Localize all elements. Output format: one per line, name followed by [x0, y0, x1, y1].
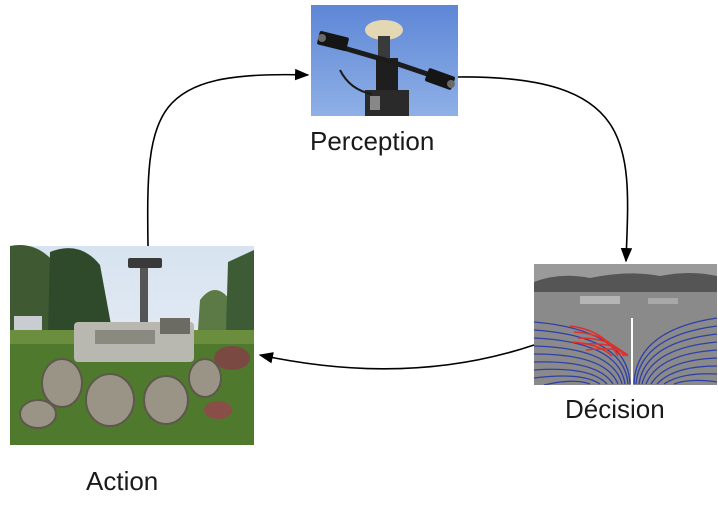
action-label: Action: [86, 466, 159, 496]
edge-perception-to-decision: [457, 76, 633, 263]
perception-label: Perception: [310, 126, 435, 156]
decision-label: Décision: [565, 394, 665, 424]
decision-image: [534, 264, 717, 385]
edge-action-to-perception: [146, 68, 310, 247]
action-image: [10, 245, 254, 445]
perception-image: [311, 5, 458, 116]
edge-decision-to-action: [258, 344, 535, 370]
